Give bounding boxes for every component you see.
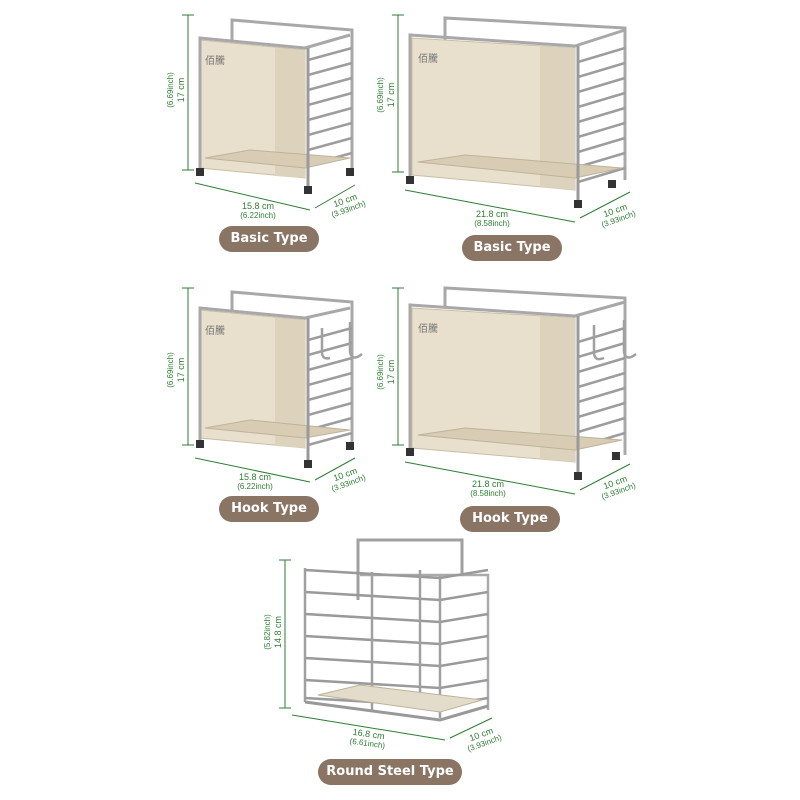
basic-small-width-label: 15.8 cm (6.22inch)	[228, 201, 288, 221]
product-hook-small: 佰騰 (6.69inch) 17 cm 15.8 cm (6.22inch) 1…	[0, 270, 400, 530]
round-steel-height-cm: 14.8 cm	[273, 616, 283, 649]
hook-large-width-label: 21.8 cm (8.58inch)	[458, 479, 518, 499]
hook-large-height-label: (6.69inch) 17 cm	[376, 342, 396, 402]
hook-large-logo: 佰騰	[418, 324, 438, 335]
hook-small-logo: 佰騰	[205, 326, 225, 337]
hook-large-width-cm: 21.8 cm	[471, 479, 504, 489]
basic-large-width-label: 21.8 cm (8.58inch)	[462, 209, 522, 229]
basic-small-width-inch: (6.22inch)	[240, 211, 276, 220]
hook-large-height-inch: (6.69inch)	[376, 354, 385, 390]
basic-large-height-label: (6.69inch) 17 cm	[376, 65, 396, 125]
product-round-steel: (5.82inch) 14.8 cm 16.8 cm (6.61inch) 10…	[0, 530, 800, 800]
basic-large-height-cm: 17 cm	[386, 82, 396, 108]
basic-large-height-inch: (6.69inch)	[376, 77, 385, 113]
round-steel-height-inch: (5.82inch)	[263, 614, 272, 650]
round-steel-type-label: Round Steel Type	[318, 759, 462, 785]
basic-large-logo: 佰騰	[418, 54, 438, 65]
basic-large-depth-label: 10 cm (3.93inch)	[590, 198, 643, 232]
hook-small-width-inch: (6.22inch)	[237, 482, 273, 491]
basic-small-rack-image	[182, 14, 356, 211]
product-basic-small: 佰騰 (6.69inch) 17 cm 15.8 cm (6.22inch) 1…	[0, 0, 400, 260]
basic-small-width-cm: 15.8 cm	[241, 201, 274, 211]
hook-small-width-cm: 15.8 cm	[238, 472, 271, 482]
hook-large-rack-image	[392, 286, 637, 495]
hook-large-width-inch: (8.58inch)	[470, 489, 506, 498]
basic-small-logo: 佰騰	[205, 56, 225, 67]
product-hook-large: 佰騰 (6.69inch) 17 cm 21.8 cm (8.58inch) 1…	[0, 270, 800, 540]
round-steel-rack-image	[279, 538, 493, 741]
basic-large-width-inch: (8.58inch)	[474, 219, 510, 228]
product-basic-large: 佰騰 (6.69inch) 17 cm 21.8 cm (8.58inch) 1…	[0, 0, 800, 270]
basic-large-width-cm: 21.8 cm	[475, 209, 508, 219]
basic-large-type-label: Basic Type	[462, 235, 562, 261]
round-steel-height-label: (5.82inch) 14.8 cm	[263, 602, 283, 662]
basic-small-type-label: Basic Type	[219, 226, 319, 252]
hook-large-type-label: Hook Type	[460, 506, 560, 532]
hook-large-height-cm: 17 cm	[386, 359, 396, 385]
basic-large-rack-image	[392, 14, 631, 223]
hook-small-rack-image	[182, 287, 363, 483]
hook-small-width-label: 15.8 cm (6.22inch)	[225, 472, 285, 492]
hook-small-type-label: Hook Type	[219, 496, 319, 522]
